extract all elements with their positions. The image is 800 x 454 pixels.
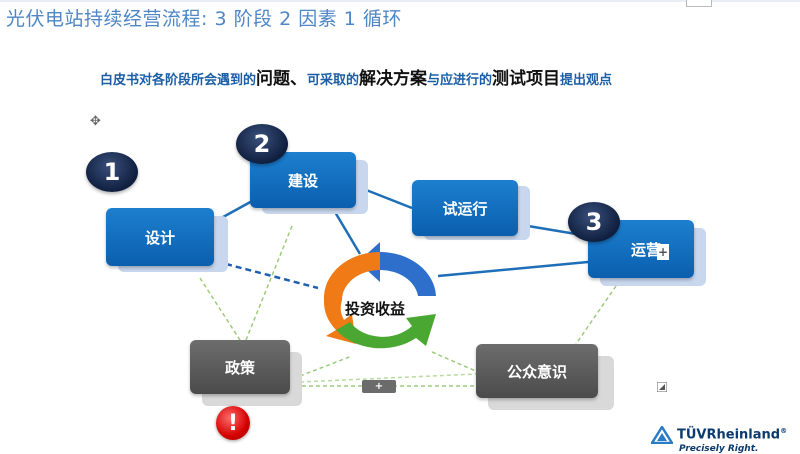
add-plus-button[interactable]: + bbox=[362, 380, 396, 393]
warning-icon: ! bbox=[216, 406, 250, 440]
cycle-arrow-green bbox=[336, 314, 436, 349]
policy-link-design bbox=[199, 277, 241, 341]
subtitle-part: 、 bbox=[290, 69, 308, 89]
slide-corner-tab bbox=[686, 0, 712, 7]
resize-handle-icon[interactable] bbox=[657, 382, 667, 392]
public-link-operation bbox=[575, 285, 617, 345]
stage-badge-3: 3 bbox=[568, 202, 620, 242]
policy-link-construction bbox=[245, 225, 293, 341]
tuv-triangle-icon bbox=[651, 426, 673, 444]
cycle-arrows bbox=[323, 242, 436, 349]
operation-node-label: 运营 bbox=[630, 240, 661, 259]
cycle-arrow-orange bbox=[323, 251, 380, 344]
logo-name: TÜVRheinland® bbox=[677, 427, 788, 443]
construction-node-label: 建设 bbox=[287, 171, 318, 190]
design-node[interactable]: 设计 bbox=[106, 208, 214, 266]
public-link-cycle bbox=[431, 351, 479, 373]
connector-design-cycle-dashed bbox=[225, 262, 319, 290]
subtitle-part: 可采取的 bbox=[307, 73, 360, 88]
subtitle-part: 白皮书对各阶段所会遇到的 bbox=[100, 73, 257, 88]
slide-subtitle: 白皮书对各阶段所会遇到的问题、可采取的解决方案与应进行的测试项目提出观点 bbox=[100, 68, 700, 92]
trial-run-node[interactable]: 试运行 bbox=[412, 180, 518, 236]
slide-title: 光伏电站持续经营流程: 3 阶段 2 因素 1 循环 bbox=[6, 8, 402, 30]
policy-node[interactable]: 政策 bbox=[190, 340, 290, 394]
policy-node-label: 政策 bbox=[224, 358, 255, 377]
subtitle-part: 测试项目 bbox=[492, 69, 561, 89]
expand-plus-icon[interactable]: + bbox=[657, 244, 669, 260]
trial-run-node-label: 试运行 bbox=[442, 199, 488, 218]
subtitle-part: 与应进行的 bbox=[427, 73, 493, 88]
connector-construction-cycle bbox=[333, 211, 362, 255]
subtitle-part: 提出观点 bbox=[560, 73, 613, 88]
stage-badge-1: 1 bbox=[86, 152, 138, 192]
public-awareness-node-label: 公众意识 bbox=[506, 362, 567, 381]
move-handle-icon[interactable]: ✥ bbox=[90, 114, 101, 129]
design-node-label: 设计 bbox=[144, 228, 175, 247]
cycle-label: 投资收益 bbox=[345, 300, 406, 318]
public-awareness-node[interactable]: 公众意识 bbox=[476, 344, 598, 398]
subtitle-part: 问题 bbox=[256, 69, 291, 89]
policy-link-cycle bbox=[299, 355, 353, 377]
top-border bbox=[0, 0, 800, 2]
stage-badge-2: 2 bbox=[236, 124, 288, 164]
tuv-logo: TÜVRheinland® bbox=[651, 426, 787, 444]
subtitle-part: 解决方案 bbox=[359, 69, 428, 89]
logo-tagline: Precisely Right. bbox=[679, 444, 759, 454]
connector-operation-cycle bbox=[437, 260, 589, 278]
policy-public-link-2 bbox=[299, 373, 477, 383]
